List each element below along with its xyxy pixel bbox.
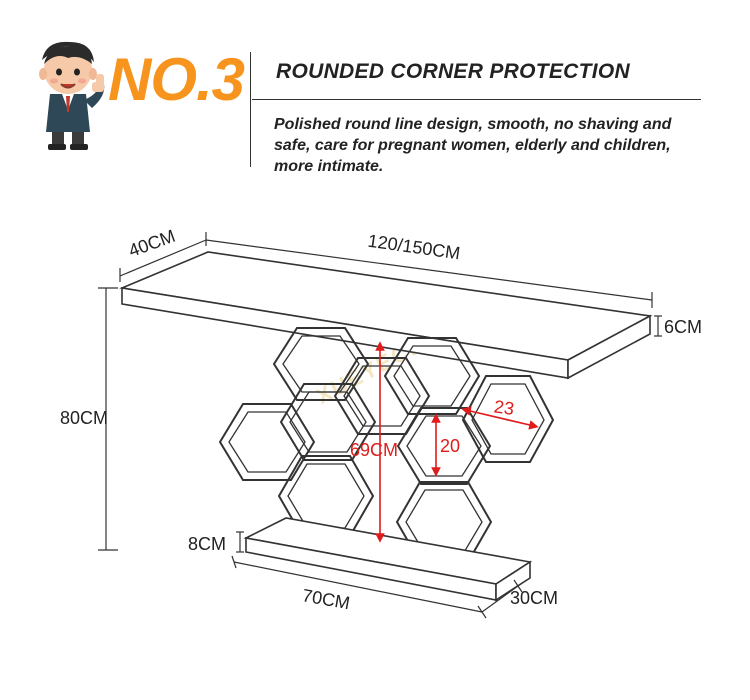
- feature-description: Polished round line design, smooth, no s…: [274, 116, 672, 175]
- header-divider-vertical: [250, 52, 251, 167]
- hexagon-ring: [218, 403, 316, 481]
- hexagon-ring: [383, 337, 481, 415]
- base-depth-label: 30CM: [510, 588, 558, 608]
- red-measure-arrows: [375, 341, 539, 543]
- height-total-label: 80CM: [60, 408, 108, 428]
- thickness-top-label: 6CM: [664, 317, 702, 337]
- base-thickness-label: 8CM: [188, 534, 226, 554]
- hex-height-label: 20: [440, 436, 460, 456]
- thumbs-up-mascot-icon: [39, 41, 105, 150]
- header-divider-horizontal: [252, 99, 701, 100]
- column-height-label: 69CM: [350, 440, 398, 460]
- dimension-lines: [98, 232, 662, 619]
- hexagon-ring: [461, 375, 555, 463]
- step-number-badge: NO.3: [108, 46, 245, 113]
- section-heading: ROUNDED CORNER PROTECTION: [276, 60, 631, 83]
- length-top-label: 120/150CM: [367, 231, 462, 264]
- hex-width-label: 23: [493, 396, 516, 419]
- base-length-label: 70CM: [301, 585, 352, 613]
- table-base: [243, 517, 533, 602]
